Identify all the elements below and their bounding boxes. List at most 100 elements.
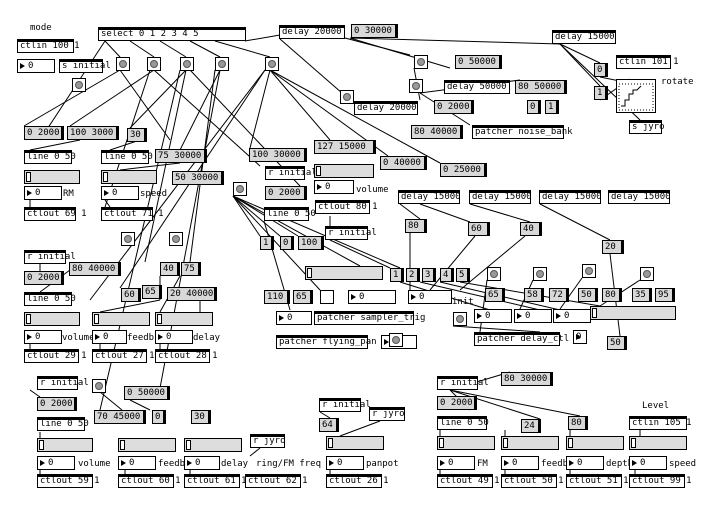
message-0[interactable]: 0 bbox=[280, 236, 294, 250]
ctlout-61-object[interactable]: ctlout 61 1 bbox=[184, 474, 247, 488]
ctlout-71-object[interactable]: ctlout 71 1 bbox=[101, 207, 164, 221]
slider-volume-top[interactable] bbox=[314, 164, 374, 178]
message-127-15000[interactable]: 127 15000 bbox=[314, 140, 376, 154]
slider-rm[interactable] bbox=[24, 170, 80, 184]
ctlout-51-object[interactable]: ctlout 51 1 bbox=[566, 474, 629, 488]
message-20-40000[interactable]: 20 40000 bbox=[167, 287, 217, 301]
number-box-speed-bottom[interactable]: 0 bbox=[629, 456, 667, 470]
ctlout-69-object[interactable]: ctlout 69 1 bbox=[24, 207, 87, 221]
bang-button[interactable] bbox=[453, 312, 467, 326]
number-box-delay-bottom[interactable]: 0 bbox=[184, 456, 220, 470]
number-box-delay-ctl-2[interactable]: 0 bbox=[514, 309, 552, 323]
slider-delay[interactable] bbox=[155, 312, 213, 326]
message-100-30000[interactable]: 100 30000 bbox=[249, 148, 307, 162]
slider-speed-bottom[interactable] bbox=[629, 436, 687, 450]
message-50-30000[interactable]: 50 30000 bbox=[172, 171, 224, 185]
number-box-panpot[interactable]: 0 bbox=[326, 456, 364, 470]
r-initial-object-3[interactable]: r initial bbox=[24, 250, 76, 264]
number-box-delay[interactable]: 0 bbox=[155, 330, 193, 344]
delay-15000-object-c[interactable]: delay 15000 bbox=[539, 190, 602, 204]
number-box-mode[interactable]: 0 bbox=[17, 59, 55, 73]
message-0-2000-top[interactable]: 0 2000 bbox=[434, 100, 474, 114]
message-65[interactable]: 65 bbox=[293, 290, 313, 304]
number-box-feedback[interactable]: 0 bbox=[118, 456, 156, 470]
message-0-rotate[interactable]: 0 bbox=[594, 63, 608, 77]
message-0-noise[interactable]: 0 bbox=[527, 100, 541, 114]
number-box-fm[interactable]: 0 bbox=[437, 456, 475, 470]
bang-button[interactable] bbox=[487, 267, 501, 281]
message-40-mid[interactable]: 40 bbox=[160, 262, 180, 276]
message-0-2000-mid[interactable]: 0 2000 bbox=[265, 186, 307, 200]
r-initial-object-6[interactable]: r initial bbox=[319, 398, 371, 412]
message-num-4[interactable]: 4 bbox=[440, 268, 454, 282]
number-box-speed[interactable]: 0 bbox=[101, 186, 139, 200]
slider-feedback[interactable] bbox=[118, 438, 176, 452]
slider-panpot[interactable] bbox=[326, 436, 384, 450]
slider-volume[interactable] bbox=[24, 312, 80, 326]
s-initial-object[interactable]: s initial bbox=[59, 59, 111, 73]
message-20[interactable]: 20 bbox=[602, 240, 624, 254]
message-0-2000-left[interactable]: 0 2000 bbox=[24, 126, 64, 140]
delay-20000-mid-object[interactable]: delay 20000 bbox=[354, 101, 418, 115]
slider-depth[interactable] bbox=[566, 436, 624, 450]
line-object-5[interactable]: line 0 50 bbox=[37, 417, 89, 431]
ctlout-60-object[interactable]: ctlout 60 1 bbox=[118, 474, 181, 488]
line-object-1[interactable]: line 0 50 bbox=[24, 150, 76, 164]
message-1[interactable]: 1 bbox=[260, 236, 274, 250]
r-initial-object-5[interactable]: r initial bbox=[437, 376, 489, 390]
ctlout-59-object[interactable]: ctlout 59 1 bbox=[37, 474, 100, 488]
line-object-6[interactable]: line 0 50 bbox=[437, 416, 489, 430]
ctlout-26-object[interactable]: ctlout 26 1 bbox=[326, 474, 389, 488]
message-35[interactable]: 35 bbox=[632, 288, 652, 302]
select-object[interactable]: select 0 1 2 3 4 5 bbox=[98, 27, 246, 41]
patcher-noise-bank-object[interactable]: patcher noise_bank bbox=[472, 125, 573, 139]
bang-button[interactable] bbox=[414, 55, 428, 69]
ctlin-101-object[interactable]: ctlin 101 1 bbox=[616, 55, 679, 69]
ctlout-28-object[interactable]: ctlout 28 1 bbox=[155, 349, 218, 363]
delay-15000-object-a[interactable]: delay 15000 bbox=[398, 190, 461, 204]
message-0-bottom[interactable]: 0 bbox=[152, 410, 166, 424]
line-object-2[interactable]: line 0 50 bbox=[101, 150, 153, 164]
message-80-bottom[interactable]: 80 bbox=[568, 416, 588, 430]
slider-sampler[interactable] bbox=[305, 266, 383, 280]
message-0-50000-top[interactable]: 0 50000 bbox=[455, 55, 502, 69]
number-box-delay-ctl-1[interactable]: 0 bbox=[474, 309, 512, 323]
message-24[interactable]: 24 bbox=[521, 419, 541, 433]
delay-20000-top-object[interactable]: delay 20000 bbox=[279, 25, 345, 39]
ctlout-50-object[interactable]: ctlout 50 1 bbox=[501, 474, 564, 488]
bang-button[interactable] bbox=[233, 182, 247, 196]
ctlout-80-object[interactable]: ctlout 80 1 bbox=[315, 200, 378, 214]
bang-button[interactable] bbox=[533, 267, 547, 281]
message-0-2000-bottom[interactable]: 0 2000 bbox=[37, 397, 77, 411]
message-30-bottom[interactable]: 30 bbox=[191, 410, 211, 424]
message-30[interactable]: 30 bbox=[127, 128, 147, 142]
patcher-delay-ctl-object[interactable]: patcher delay_ctl bbox=[474, 332, 569, 346]
message-60-mid[interactable]: 60 bbox=[121, 288, 141, 302]
slider-speed[interactable] bbox=[101, 170, 157, 184]
message-80-30000[interactable]: 80 30000 bbox=[501, 372, 553, 386]
number-box-mid[interactable]: 0 bbox=[408, 290, 452, 304]
message-110[interactable]: 110 bbox=[264, 290, 290, 304]
number-box-volume[interactable]: 0 bbox=[24, 330, 62, 344]
delay-15000-object-d[interactable]: delay 15000 bbox=[608, 190, 671, 204]
number-box-rm[interactable]: 0 bbox=[24, 186, 62, 200]
number-box-feedb[interactable]: 0 bbox=[92, 330, 127, 344]
message-0-2000-right[interactable]: 0 2000 bbox=[437, 396, 477, 410]
rotate-table[interactable] bbox=[616, 79, 656, 113]
message-80-right[interactable]: 80 bbox=[602, 288, 622, 302]
ctlin-105-object[interactable]: ctlin 105 1 bbox=[629, 416, 692, 430]
bang-button[interactable] bbox=[640, 267, 654, 281]
patcher-flying-pan-object[interactable]: patcher flying_pan bbox=[276, 335, 377, 349]
number-box-delay-ctl-3[interactable]: 0 bbox=[553, 309, 591, 323]
message-0-50000[interactable]: 0 50000 bbox=[124, 386, 170, 400]
bang-button[interactable] bbox=[180, 57, 194, 71]
ctlout-99-object[interactable]: ctlout 99 1 bbox=[629, 474, 692, 488]
message-80-40000-top[interactable]: 80 40000 bbox=[411, 125, 463, 139]
message-100[interactable]: 100 bbox=[298, 236, 324, 250]
message-0-25000[interactable]: 0 25000 bbox=[440, 163, 487, 177]
message-1-rotate[interactable]: 1 bbox=[594, 86, 608, 100]
message-80[interactable]: 80 bbox=[405, 219, 427, 233]
slider-volume-bottom[interactable] bbox=[37, 438, 93, 452]
number-box-volume-top[interactable]: 0 bbox=[314, 180, 354, 194]
bang-button[interactable] bbox=[147, 57, 161, 71]
